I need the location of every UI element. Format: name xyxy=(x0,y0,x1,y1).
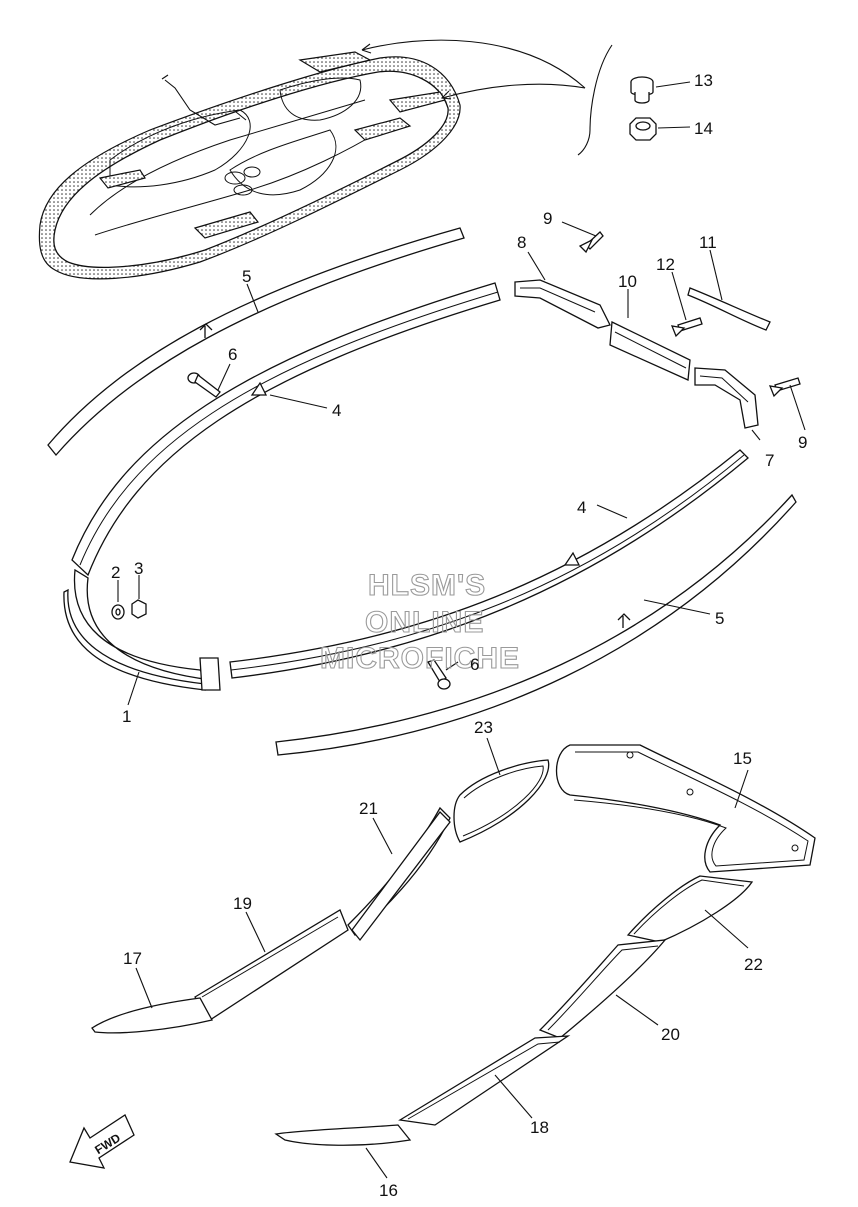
part-6-bolt-lower xyxy=(427,659,451,690)
callout-5a: 5 xyxy=(242,267,251,286)
callout-14: 14 xyxy=(694,119,713,138)
part-13-collar xyxy=(630,76,654,104)
part-4-lower-rail xyxy=(229,449,749,679)
callout-labels: 1 2 3 4 4 5 5 6 6 7 8 9 9 10 11 12 13 14… xyxy=(111,71,807,1200)
part-11-trim-strip xyxy=(687,287,771,331)
part-2-washer xyxy=(111,604,125,620)
callout-23: 23 xyxy=(474,718,493,737)
callout-13: 13 xyxy=(694,71,713,90)
callout-8: 8 xyxy=(517,233,526,252)
part-15-rear-mat xyxy=(556,744,816,873)
part-1-front-bumper xyxy=(63,568,221,691)
part-17-mat xyxy=(91,997,213,1034)
callout-4a: 4 xyxy=(332,401,341,420)
part-5-lower-strip xyxy=(275,493,797,756)
callout-3: 3 xyxy=(134,559,143,578)
callout-10: 10 xyxy=(618,272,637,291)
part-9-rivet-upper xyxy=(578,231,604,254)
callout-7: 7 xyxy=(765,451,774,470)
callout-16: 16 xyxy=(379,1181,398,1200)
callout-21: 21 xyxy=(359,799,378,818)
watermark-line-3: MICROFICHE xyxy=(320,642,520,675)
watermark-line-2: ONLINE xyxy=(365,606,484,639)
callout-9a: 9 xyxy=(543,209,552,228)
inset-leaders xyxy=(361,39,613,156)
fwd-arrow-icon: FWD xyxy=(69,1114,135,1169)
callout-1: 1 xyxy=(122,707,131,726)
part-7-rear-corner xyxy=(694,367,759,429)
part-22-mat xyxy=(626,875,754,943)
part-23-mat xyxy=(453,759,550,843)
part-5-upper-strip xyxy=(47,227,465,457)
part-21-mat xyxy=(347,806,451,942)
callout-6a: 6 xyxy=(228,345,237,364)
watermark-line-1: HLSM'S xyxy=(368,569,486,602)
part-16-mat xyxy=(274,1124,412,1146)
callout-15: 15 xyxy=(733,749,752,768)
watermark: HLSM'S ONLINE MICROFICHE xyxy=(319,568,520,675)
part-9-rivet-lower xyxy=(768,377,801,398)
callout-4b: 4 xyxy=(577,498,586,517)
callout-22: 22 xyxy=(744,955,763,974)
part-19-mat xyxy=(194,909,349,1021)
callout-20: 20 xyxy=(661,1025,680,1044)
part-14-nut xyxy=(629,117,657,141)
callout-19: 19 xyxy=(233,894,252,913)
part-20-mat xyxy=(538,939,667,1039)
callout-5b: 5 xyxy=(715,609,724,628)
callout-9b: 9 xyxy=(798,433,807,452)
callout-2: 2 xyxy=(111,563,120,582)
part-10-rail-section xyxy=(609,321,691,381)
callout-6b: 6 xyxy=(470,655,479,674)
callout-17: 17 xyxy=(123,949,142,968)
part-12-rivet xyxy=(670,317,703,338)
callout-11: 11 xyxy=(699,233,717,252)
callout-12: 12 xyxy=(656,255,675,274)
callout-18: 18 xyxy=(530,1118,549,1137)
part-18-mat xyxy=(398,1035,571,1126)
part-6-bolt-upper xyxy=(187,372,221,398)
part-3-nut xyxy=(131,599,147,619)
part-8-corner-block xyxy=(514,279,611,329)
part-4-upper-rail xyxy=(71,282,501,577)
watercraft-illustration xyxy=(38,51,461,280)
